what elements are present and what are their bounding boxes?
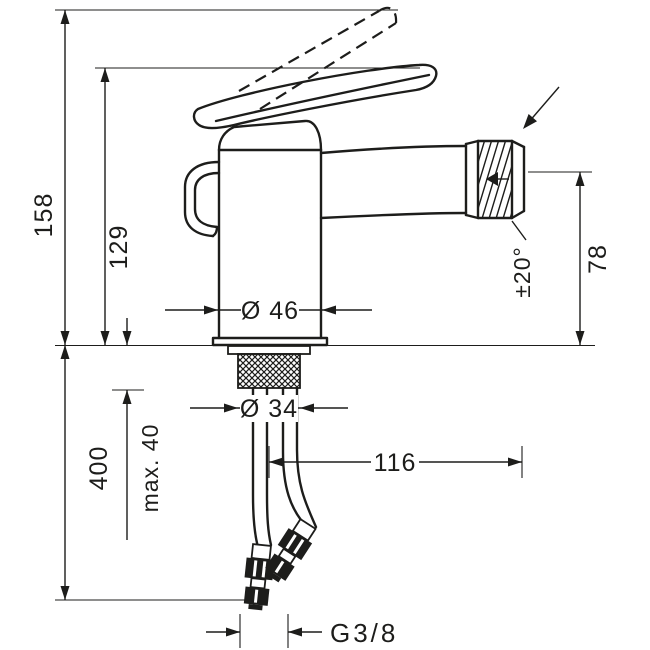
dim-label-body-diameter: Ø 46 bbox=[241, 297, 299, 325]
lever-handle-raised-dashed bbox=[238, 6, 398, 110]
angle-leader-line bbox=[511, 220, 527, 241]
arrowheads bbox=[60, 10, 585, 637]
dim-label-handle-height: 129 bbox=[105, 225, 133, 270]
lever-handle bbox=[192, 63, 438, 130]
dimension-lines bbox=[64, 10, 581, 633]
dim-label-swivel-angle: ±20° bbox=[509, 246, 535, 297]
dim-label-shank-diameter: Ø 34 bbox=[240, 395, 298, 423]
dim-label-max-mounting-thickness: max. 40 bbox=[137, 424, 163, 513]
aerator-flow-arrow-icon bbox=[486, 172, 498, 186]
spray-direction-arrow-shaft bbox=[530, 86, 560, 120]
dim-label-reach: 116 bbox=[374, 449, 417, 477]
side-hook bbox=[183, 160, 221, 238]
dim-label-hose-length: 400 bbox=[85, 446, 113, 491]
faucet-outline bbox=[183, 6, 526, 611]
supply-hoses bbox=[251, 386, 318, 549]
hose-connector-left bbox=[243, 543, 275, 611]
dimension-labels: 158 129 400 max. 40 Ø 46 Ø 34 116 78 ±20… bbox=[30, 193, 612, 648]
aerator bbox=[464, 139, 526, 220]
dim-label-total-height: 158 bbox=[30, 193, 58, 238]
faucet-body bbox=[211, 148, 329, 347]
extension-lines bbox=[55, 9, 595, 648]
hose-connector-right bbox=[265, 517, 317, 583]
faucet-dome bbox=[217, 119, 323, 152]
dim-label-connection-thread: G3/8 bbox=[330, 618, 398, 648]
mounting-shank bbox=[227, 345, 311, 389]
dim-label-outlet-height: 78 bbox=[584, 244, 612, 274]
dimension-text-backgrounds bbox=[240, 297, 419, 476]
spout bbox=[319, 144, 468, 220]
spray-direction-arrowhead-icon bbox=[523, 114, 537, 129]
